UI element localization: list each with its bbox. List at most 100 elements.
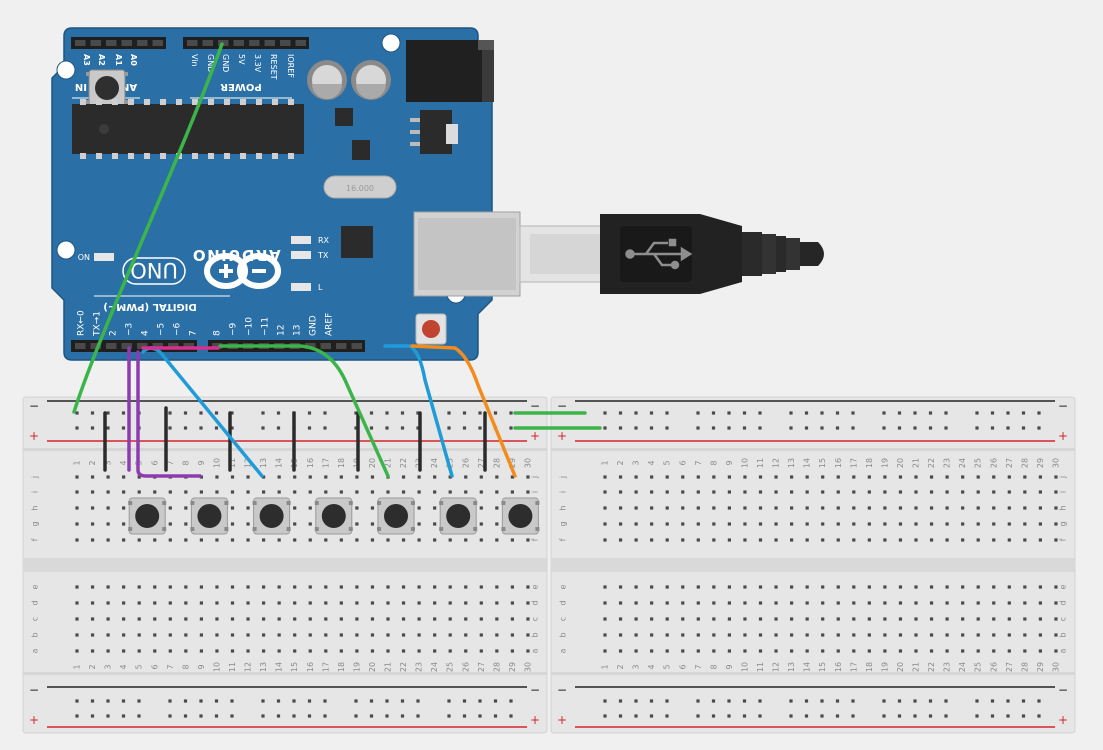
- bb-right-hole[interactable]: [805, 617, 809, 621]
- bb-left-hole[interactable]: [184, 585, 188, 589]
- bb-right-hole[interactable]: [696, 601, 700, 605]
- bb-right-hole[interactable]: [898, 522, 903, 526]
- bb-left-hole[interactable]: [106, 522, 110, 526]
- bb-right-hole[interactable]: [790, 522, 794, 526]
- bb-right-hole[interactable]: [945, 490, 949, 494]
- bb-right-hole[interactable]: [743, 633, 747, 637]
- bb-left-hole[interactable]: [262, 490, 266, 494]
- button-5[interactable]: [377, 497, 415, 535]
- bb-right-hole[interactable]: [867, 522, 871, 526]
- bb-left-hole[interactable]: [293, 538, 297, 542]
- bb-left-rail-hole[interactable]: [106, 426, 110, 430]
- bb-right-hole[interactable]: [883, 601, 887, 605]
- bb-left-hole[interactable]: [293, 490, 297, 494]
- bb-left-hole[interactable]: [153, 633, 157, 637]
- bb-right-hole[interactable]: [1038, 601, 1042, 605]
- bb-right-hole[interactable]: [1023, 617, 1027, 621]
- bb-right-hole[interactable]: [743, 538, 747, 542]
- bb-left-rail-hole[interactable]: [168, 699, 172, 703]
- bb-right-hole[interactable]: [681, 522, 685, 526]
- bb-left-rail-hole[interactable]: [276, 426, 281, 430]
- bb-left-hole[interactable]: [230, 475, 235, 479]
- bb-left-hole[interactable]: [293, 601, 297, 605]
- bb-left-hole[interactable]: [246, 538, 250, 542]
- bb-right-hole[interactable]: [898, 601, 903, 605]
- digital-high-pin[interactable]: [212, 343, 223, 349]
- bb-right-hole[interactable]: [929, 601, 934, 605]
- bb-right-hole[interactable]: [790, 601, 794, 605]
- bb-right-hole[interactable]: [727, 585, 731, 589]
- bb-right-hole[interactable]: [805, 538, 809, 542]
- bb-right-hole[interactable]: [618, 633, 623, 637]
- bb-left-hole[interactable]: [168, 601, 172, 605]
- bb-left-rail-hole[interactable]: [199, 699, 203, 703]
- bb-left-hole[interactable]: [401, 649, 406, 653]
- bb-right-rail-hole[interactable]: [944, 411, 948, 415]
- bb-right-hole[interactable]: [727, 475, 731, 479]
- bb-left-hole[interactable]: [75, 633, 79, 637]
- bb-left-rail-hole[interactable]: [447, 411, 451, 415]
- bb-right-hole[interactable]: [774, 633, 778, 637]
- bb-left-rail-hole[interactable]: [121, 426, 126, 430]
- bb-right-hole[interactable]: [650, 633, 654, 637]
- bb-right-hole[interactable]: [914, 601, 918, 605]
- bb-right-hole[interactable]: [883, 649, 887, 653]
- bb-right-rail-hole[interactable]: [897, 714, 902, 718]
- bb-right-hole[interactable]: [898, 490, 903, 494]
- bb-left-hole[interactable]: [153, 585, 157, 589]
- bb-left-hole[interactable]: [230, 585, 235, 589]
- pushbutton-cap[interactable]: [321, 504, 346, 528]
- bb-left-hole[interactable]: [324, 490, 328, 494]
- bb-right-hole[interactable]: [665, 538, 669, 542]
- pushbutton-cap[interactable]: [508, 504, 533, 528]
- bb-left-hole[interactable]: [339, 601, 343, 605]
- bb-right-hole[interactable]: [665, 633, 669, 637]
- bb-left-hole[interactable]: [230, 522, 235, 526]
- bb-left-hole[interactable]: [137, 649, 141, 653]
- bb-left-hole[interactable]: [433, 475, 437, 479]
- bb-right-hole[interactable]: [603, 649, 607, 653]
- bb-right-rail-hole[interactable]: [711, 699, 716, 703]
- bb-left-hole[interactable]: [479, 522, 483, 526]
- bb-right-rail-hole[interactable]: [711, 426, 716, 430]
- bb-right-hole[interactable]: [945, 617, 949, 621]
- bb-left-hole[interactable]: [417, 617, 421, 621]
- bb-right-hole[interactable]: [618, 475, 623, 479]
- bb-right-rail-hole[interactable]: [603, 426, 607, 430]
- bb-right-hole[interactable]: [836, 633, 840, 637]
- button-1[interactable]: [128, 497, 167, 535]
- bb-right-hole[interactable]: [758, 506, 763, 510]
- bb-right-hole[interactable]: [1054, 490, 1058, 494]
- bb-right-hole[interactable]: [634, 538, 638, 542]
- bb-left-hole[interactable]: [401, 633, 406, 637]
- bb-left-hole[interactable]: [339, 633, 343, 637]
- bb-right-rail-hole[interactable]: [804, 411, 809, 415]
- bb-right-hole[interactable]: [790, 490, 794, 494]
- bb-right-hole[interactable]: [758, 538, 763, 542]
- bb-right-hole[interactable]: [898, 617, 903, 621]
- bb-right-hole[interactable]: [992, 538, 996, 542]
- bb-right-hole[interactable]: [836, 490, 840, 494]
- bb-left-hole[interactable]: [184, 601, 188, 605]
- bb-left-hole[interactable]: [417, 649, 421, 653]
- bb-right-rail-hole[interactable]: [649, 699, 654, 703]
- digital-low-pin[interactable]: [121, 343, 133, 349]
- bb-right-hole[interactable]: [681, 475, 685, 479]
- bb-left-hole[interactable]: [386, 538, 390, 542]
- bb-left-rail-hole[interactable]: [121, 411, 126, 415]
- bb-right-hole[interactable]: [945, 522, 949, 526]
- bb-right-hole[interactable]: [821, 538, 825, 542]
- bb-right-hole[interactable]: [758, 522, 763, 526]
- bb-right-hole[interactable]: [727, 490, 731, 494]
- bb-right-hole[interactable]: [1054, 475, 1058, 479]
- bb-right-hole[interactable]: [758, 601, 763, 605]
- digital-low-pin[interactable]: [183, 343, 195, 349]
- bb-right-hole[interactable]: [727, 538, 731, 542]
- bb-left-hole[interactable]: [90, 601, 95, 605]
- bb-left-rail-hole[interactable]: [168, 426, 172, 430]
- bb-right-hole[interactable]: [898, 538, 903, 542]
- bb-left-hole[interactable]: [448, 538, 452, 542]
- bb-right-rail-hole[interactable]: [742, 411, 747, 415]
- bb-left-hole[interactable]: [106, 585, 110, 589]
- bb-right-hole[interactable]: [852, 649, 856, 653]
